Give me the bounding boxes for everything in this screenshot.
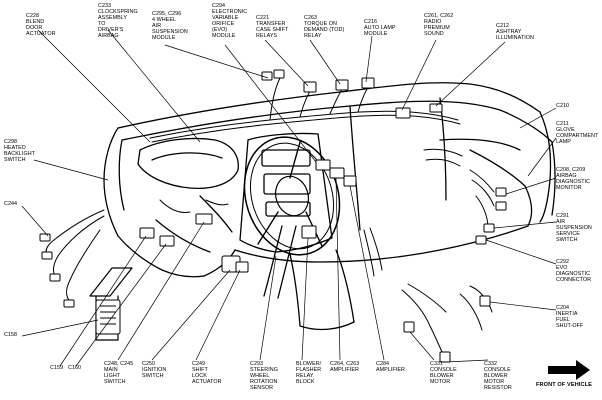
label-c292: C292 EVO DIAGNOSTIC CONNECTOR <box>556 259 592 283</box>
label-c264-c263: C264, C263 AMPLIFIER <box>330 361 360 373</box>
label-c263: C263 TORQUE ON DEMAND (TOD) RELAY <box>304 15 345 39</box>
label-c293: C293 STEERING WHEEL ROTATION SENSOR <box>250 361 278 391</box>
label-c212: C212 ASHTRAY ILLUMINATION <box>496 23 534 41</box>
connector-c294 <box>315 159 331 171</box>
front-of-vehicle-arrow-icon <box>548 360 590 380</box>
label-c261-c262: C261, C262 RADIO PREMIUM SOUND <box>424 13 454 37</box>
connector-c244a <box>39 233 51 242</box>
connector-c331 <box>403 321 415 333</box>
instrument-panel-outline <box>89 82 556 341</box>
label-c298: C298 HEATED BACKLIGHT SWITCH <box>4 139 36 163</box>
connector-c208 <box>495 187 507 197</box>
connector-c212 <box>429 103 443 113</box>
label-c294: C294 ELECTRONIC VARIABLE ORIFICE (EVO) M… <box>212 3 248 39</box>
label-c233: C233 CLOCKSPRING ASSEMBLY TO DRIVER'S AI… <box>98 3 138 39</box>
connector-c264 <box>329 167 345 179</box>
leader-lines <box>21 29 557 367</box>
connector-c332 <box>439 351 451 363</box>
connector-c261 <box>395 107 411 119</box>
label-c216: C216 AUTO LAMP MODULE <box>364 19 396 37</box>
label-c159: C159 <box>50 365 64 371</box>
connector-c160 <box>159 235 175 247</box>
connector-c284 <box>343 175 357 187</box>
label-c210: C210 <box>556 103 570 109</box>
connector-c216 <box>361 77 375 89</box>
connector-c291 <box>483 223 495 233</box>
module-c158 <box>95 299 121 335</box>
connector-c263 <box>335 79 349 91</box>
label-c208-c209: C208, C209 AIRBAG DIAGNOSTIC MONITOR <box>556 167 591 191</box>
connector-c295 <box>261 71 273 81</box>
label-c295-c296: C295, C296 4 WHEEL AIR SUSPENSION MODULE <box>152 11 188 41</box>
label-c284: C284 AMPLIFIER <box>376 361 405 373</box>
label-c291: C291 AIR SUSPENSION SERVICE SWITCH <box>556 213 592 243</box>
connectors <box>39 69 507 363</box>
connector-c244d <box>63 299 75 308</box>
connector-c248 <box>195 213 213 225</box>
connector-c296 <box>273 69 285 79</box>
connector-c159 <box>139 227 155 239</box>
label-c160: C160 <box>68 365 82 371</box>
connector-c204 <box>479 295 491 307</box>
front-of-vehicle-label: FRONT OF VEHICLE <box>536 382 592 388</box>
connector-c249 <box>235 261 249 273</box>
label-c248-c245: C248, C245 MAIN LIGHT SWITCH <box>104 361 134 385</box>
label-c332: C332 CONSOLE BLOWER MOTOR RESISTOR <box>484 361 512 391</box>
block-blower-flasher <box>301 225 317 239</box>
label-c228: C228 BLEND DOOR ACTUATOR <box>26 13 56 37</box>
connector-c244c <box>49 273 61 282</box>
label-c249: C249 SHIFT LOCK ACTUATOR <box>192 361 222 385</box>
connector-c244b <box>41 251 53 260</box>
label-c204: C204 INERTIA FUEL SHUT-OFF <box>556 305 584 329</box>
label-c250: C250 IGNITION SWITCH <box>142 361 167 379</box>
label-c158: C158 <box>4 332 18 338</box>
label-c331: C331 CONSOLE BLOWER MOTOR <box>430 361 457 385</box>
label-c211: C211 GLOVE COMPARTMENT LAMP <box>556 121 599 145</box>
connector-c292 <box>475 235 487 245</box>
label-c221: C221 TRANSFER CASE SHIFT RELAYS <box>256 15 289 39</box>
label-blower-flasher-relay-block: BLOWER/ FLASHER RELAY BLOCK <box>296 361 322 385</box>
label-c244: C244 <box>4 201 18 207</box>
connector-c209 <box>495 201 507 211</box>
